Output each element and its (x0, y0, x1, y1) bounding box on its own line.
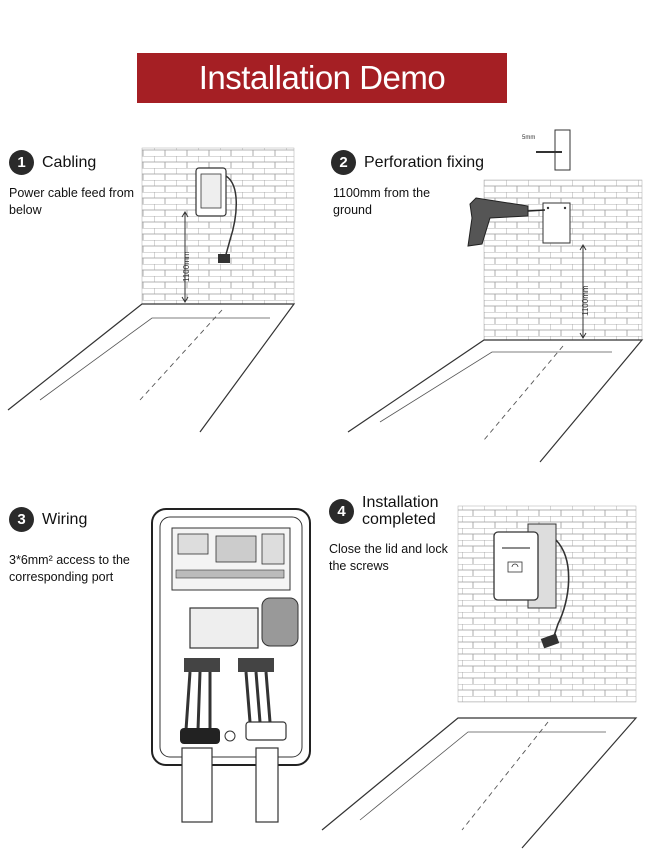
step-title: Wiring (42, 511, 88, 528)
step-title-line2: completed (362, 511, 436, 528)
step-number-badge: 4 (329, 498, 354, 524)
panel-cabling-illustration: 1100mm (7, 147, 296, 433)
relay-module (189, 607, 259, 649)
measure-label-2: 1100mm (581, 285, 590, 316)
detail-label: 5mm (522, 135, 535, 141)
terminal-block-left (184, 658, 220, 672)
drill-icon (467, 197, 546, 247)
page-title: Installation Demo (198, 59, 446, 96)
step-description: Power cable feed from below (9, 186, 135, 217)
step-installation-completed: 4 Installation completed (329, 494, 439, 528)
mount-plate (542, 202, 571, 244)
screw-detail: 5mm (522, 129, 571, 171)
rfid-icon (507, 561, 523, 573)
step-title: Cabling (42, 154, 97, 171)
step-title: Installation completed (362, 494, 439, 528)
page-title-banner: Installation Demo (137, 53, 507, 103)
panel-perforation-illustration: 5mm 1100mm (347, 129, 644, 463)
step-description: 3*6mm² access to the corresponding port (9, 553, 130, 584)
step-title-line1: Installation (362, 494, 439, 511)
panel-completed-illustration (321, 505, 638, 849)
step-wiring: 3 Wiring (9, 507, 87, 532)
step-number-badge: 2 (331, 150, 356, 175)
step-cabling: 1 Cabling (9, 150, 96, 175)
step-description: 1100mm from the ground (333, 186, 431, 217)
step-title: Perforation fixing (364, 154, 485, 171)
panel-wiring-illustration (151, 508, 311, 823)
step-description: Close the lid and lock the screws (329, 542, 448, 573)
step-number-badge: 3 (9, 507, 34, 532)
charger-box-4 (493, 523, 570, 649)
charger-box-1 (195, 167, 237, 263)
terminal-block-right (238, 658, 274, 672)
step-perforation-fixing: 2 Perforation fixing (331, 150, 484, 175)
step-number-badge: 1 (9, 150, 34, 175)
measure-label-1: 1100mm (182, 251, 191, 282)
